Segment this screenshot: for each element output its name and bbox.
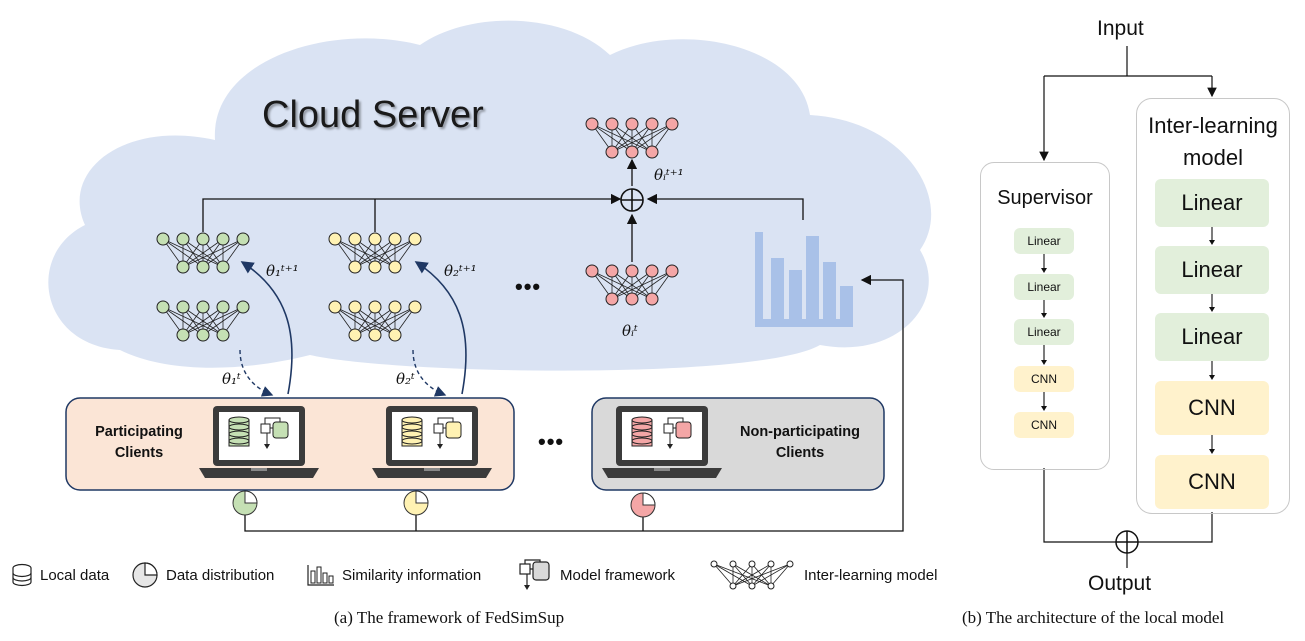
pie-green <box>232 490 258 516</box>
client2-next-model <box>328 232 422 274</box>
input-label: Input <box>1097 17 1144 40</box>
clienti-model <box>585 264 679 306</box>
client1-model <box>156 300 250 342</box>
inter-learning-box: Inter-learning model <box>1136 98 1290 514</box>
theta-1-next-label: θ₁ᵗ⁺¹ <box>266 262 299 280</box>
legend-similarity: Similarity information <box>306 558 481 592</box>
supervisor-layer-5: CNN <box>1014 412 1074 438</box>
theta-i-label: θᵢᵗ <box>622 322 638 340</box>
pie-yellow <box>403 490 429 516</box>
pie-red <box>630 492 656 518</box>
model-framework-icon <box>519 559 550 590</box>
supervisor-layer-4: CNN <box>1014 366 1074 392</box>
client2-model <box>328 300 422 342</box>
legend-data-distribution: Data distribution <box>130 558 274 592</box>
pie-chart-icon <box>132 562 158 588</box>
theta-2-label: θ₂ᵗ <box>396 370 415 388</box>
theta-1-label: θ₁ᵗ <box>222 370 241 388</box>
caption-a: (a) The framework of FedSimSup <box>334 608 565 627</box>
laptop-client-i <box>602 406 722 478</box>
inter-learning-title-1: Inter-learning <box>1148 113 1278 138</box>
supervisor-layer-3: Linear <box>1014 319 1074 345</box>
legend-label: Data distribution <box>166 566 275 584</box>
legend-label: Local data <box>40 566 110 584</box>
client1-next-model <box>156 232 250 274</box>
network-icon <box>710 560 794 590</box>
non-participating-clients-label: Non-participating Clients <box>739 424 861 461</box>
legend-inter-learning: Inter-learning model <box>706 558 937 592</box>
supervisor-box: Supervisor <box>980 162 1110 470</box>
theta-2-next-label: θ₂ᵗ⁺¹ <box>444 262 477 280</box>
laptop-client-1 <box>199 406 319 478</box>
output-label: Output <box>1088 572 1152 595</box>
framework-diagram <box>48 20 932 532</box>
legend-local-data: Local data <box>10 558 109 592</box>
theta-i-next-label: θᵢᵗ⁺¹ <box>654 166 684 184</box>
cloud-shape <box>48 20 932 371</box>
legend-label: Similarity information <box>342 566 482 584</box>
bar-chart-icon <box>307 565 334 586</box>
inter-layer-3: Linear <box>1155 313 1269 361</box>
legend-label: Inter-learning model <box>804 566 938 584</box>
cloud-ellipsis: ••• <box>515 274 542 299</box>
inter-learning-title-2: model <box>1183 145 1243 170</box>
caption-b: (b) The architecture of the local model <box>962 608 1225 627</box>
similarity-bars <box>755 232 853 327</box>
database-icon <box>12 563 32 587</box>
legend-label: Model framework <box>560 566 676 584</box>
legend-model-framework: Model framework <box>518 558 675 592</box>
supervisor-layer-2: Linear <box>1014 274 1074 300</box>
inter-layer-4: CNN <box>1155 381 1269 435</box>
cloud-server-title: Cloud Server <box>262 94 484 136</box>
inter-layer-1: Linear <box>1155 179 1269 227</box>
supervisor-layer-1: Linear <box>1014 228 1074 254</box>
laptop-client-2 <box>372 406 492 478</box>
participating-clients-label: Participating Clients <box>95 424 183 461</box>
inter-layer-5: CNN <box>1155 455 1269 509</box>
supervisor-title: Supervisor <box>997 187 1093 209</box>
clients-ellipsis: ••• <box>538 429 565 454</box>
clienti-next-model <box>585 117 679 159</box>
inter-layer-2: Linear <box>1155 246 1269 294</box>
